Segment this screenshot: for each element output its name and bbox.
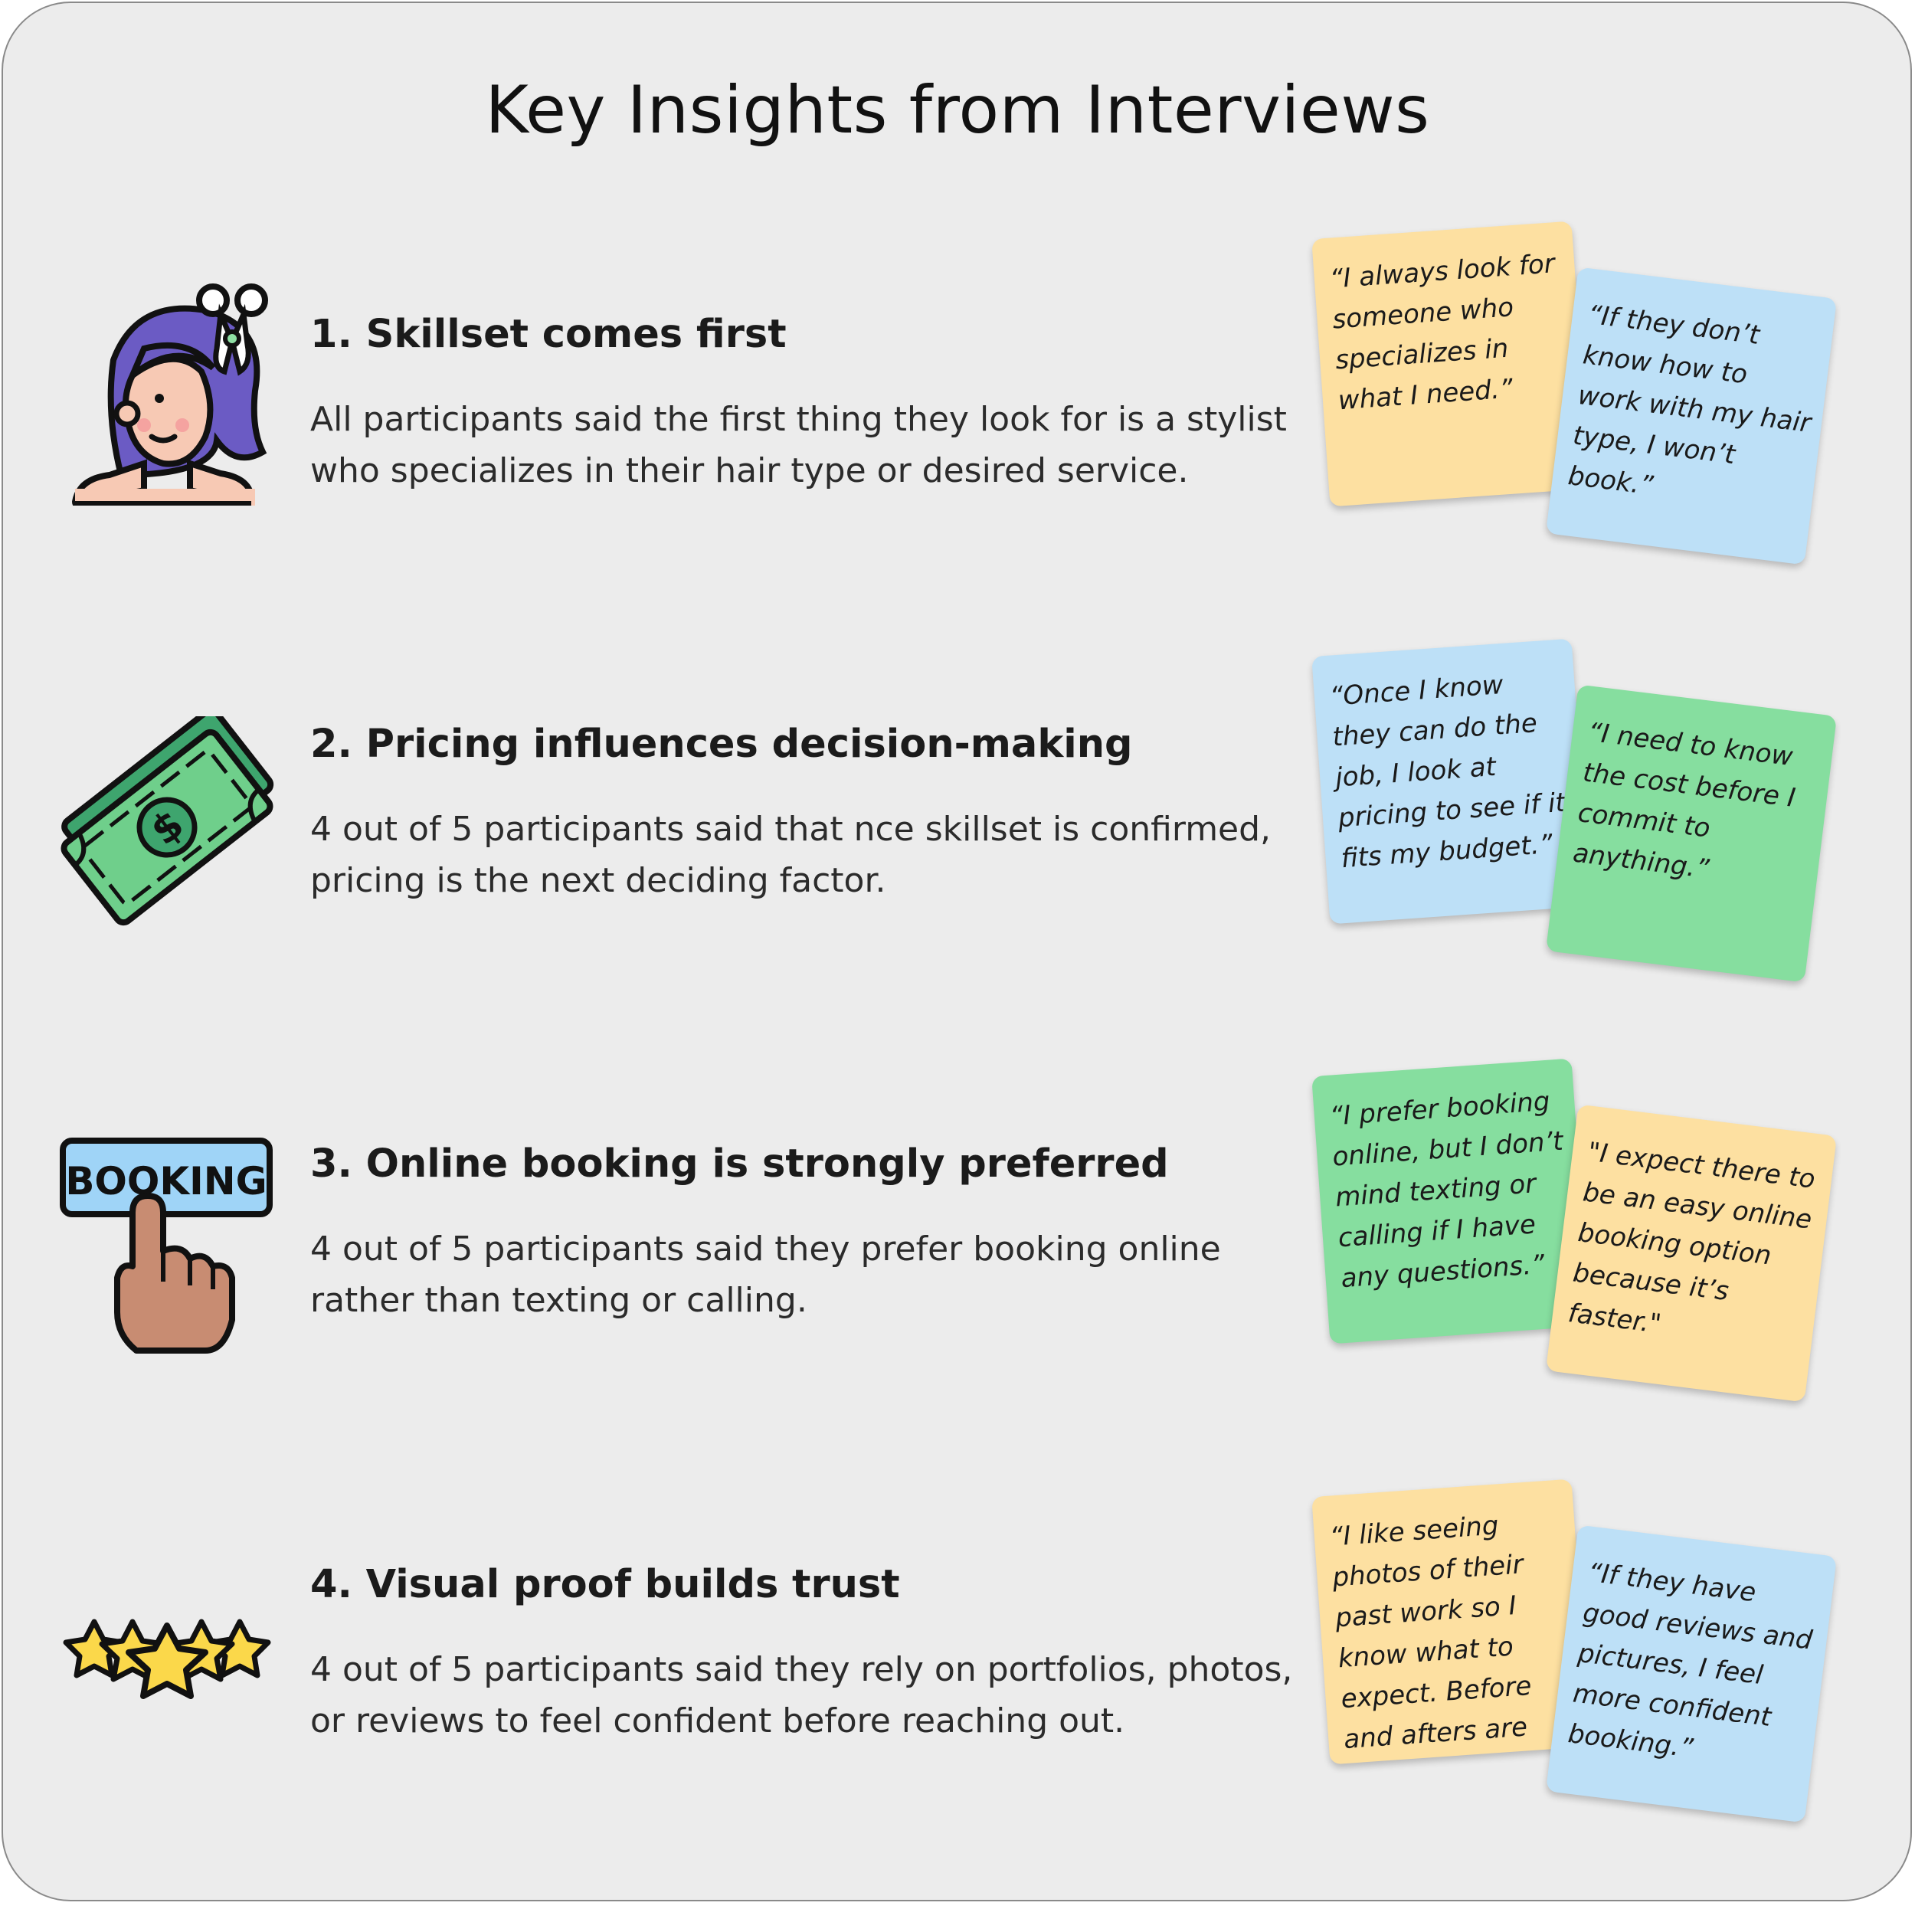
- insight-heading: 3. Online booking is strongly preferred: [310, 1141, 1169, 1187]
- insight-heading: 4. Visual proof builds trust: [310, 1562, 900, 1607]
- insight-description: 4 out of 5 participants said that nce sk…: [310, 810, 1272, 900]
- insight-description: 4 out of 5 participants said they rely o…: [310, 1650, 1293, 1740]
- quote-note: “If they have good reviews and pictures,…: [1545, 1524, 1838, 1823]
- page-title: Key Insights from Interviews: [485, 72, 1430, 149]
- booking-icon: BOOKING: [60, 1138, 273, 1354]
- quote-note: “I prefer booking online, but I don’t mi…: [1311, 1058, 1590, 1344]
- insight-section-skillset: 1. Skillset comes first All participants…: [0, 221, 1915, 682]
- insight-heading: 1. Skillset comes first: [310, 312, 787, 357]
- quote-note: “If they don’t know how to work with my …: [1545, 267, 1838, 565]
- quote-note: “I need to know the cost before I commit…: [1545, 684, 1838, 983]
- stars-icon: [63, 1619, 271, 1699]
- quote-note: “I always look for someone who specializ…: [1311, 221, 1590, 507]
- insight-section-booking: BOOKING 3. Online booking is strongly pr…: [0, 1058, 1915, 1511]
- booking-icon-label: BOOKING: [65, 1159, 267, 1203]
- quote-note: “Once I know they can do the job, I look…: [1311, 638, 1590, 925]
- quote-note: "I expect there to be an easy online boo…: [1545, 1104, 1838, 1403]
- insight-description: 4 out of 5 participants said they prefer…: [310, 1230, 1221, 1320]
- quote-note: “I like seeing photos of their past work…: [1311, 1478, 1590, 1765]
- stylist-icon: [71, 283, 268, 506]
- insight-section-visual-proof: 4. Visual proof builds trust 4 out of 5 …: [0, 1478, 1915, 1932]
- insight-description: All participants said the first thing th…: [310, 400, 1287, 490]
- money-icon: $: [61, 716, 274, 926]
- insight-section-pricing: $ 2. Pricing influences decision-making …: [0, 638, 1915, 1092]
- insight-heading: 2. Pricing influences decision-making: [310, 722, 1133, 767]
